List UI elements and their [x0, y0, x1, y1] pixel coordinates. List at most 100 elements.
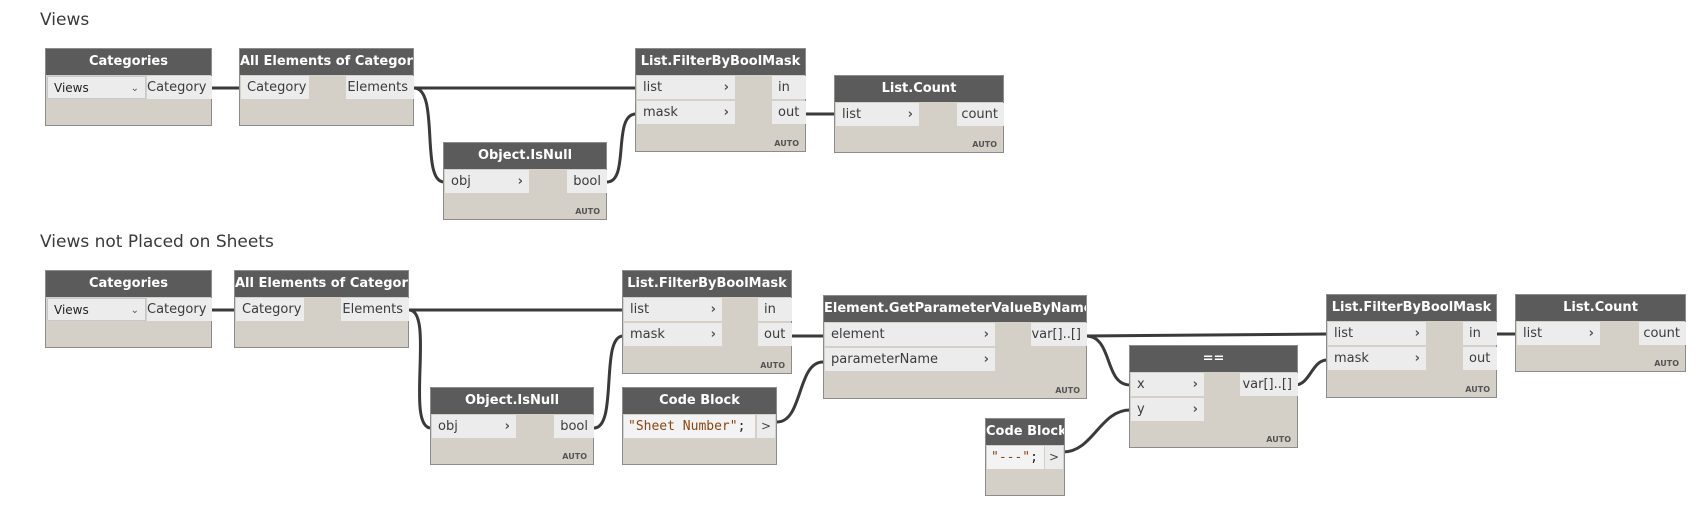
output-port-elements[interactable]: Elements	[341, 298, 409, 321]
output-port-in[interactable]: in	[772, 76, 806, 99]
port-label: element	[831, 327, 885, 342]
element-getparametervaluebyname-node[interactable]: Element.GetParameterValueByName element …	[823, 295, 1087, 399]
port-label: list	[1334, 326, 1354, 341]
output-port-elements[interactable]: Elements	[346, 76, 414, 99]
auto-label: AUTO	[1055, 386, 1080, 395]
output-port-bool[interactable]: bool	[554, 415, 594, 438]
port-label: obj	[438, 419, 458, 434]
input-port-obj[interactable]: obj ›	[432, 415, 516, 438]
node-title: Code Block	[623, 388, 776, 414]
object-isnull-node-2[interactable]: Object.IsNull obj › bool AUTO	[430, 387, 594, 465]
node-title: Object.IsNull	[431, 388, 593, 414]
output-port-var[interactable]: var[]..[]	[1240, 373, 1298, 396]
categories-dropdown[interactable]: Views ⌄	[47, 76, 146, 99]
categories-node[interactable]: Categories Views ⌄ Category	[45, 48, 212, 126]
auto-label: AUTO	[1654, 359, 1679, 368]
input-port-list[interactable]: list ›	[624, 298, 722, 321]
port-label: mask	[643, 105, 678, 120]
code-block-node-2[interactable]: Code Block "---"; >	[985, 418, 1065, 496]
dropdown-value: Views	[54, 81, 89, 95]
code-string: "---"	[991, 450, 1031, 465]
chevron-right-icon: ›	[710, 327, 716, 342]
code-semicolon: ;	[1030, 450, 1038, 465]
input-port-list[interactable]: list ›	[836, 103, 919, 126]
output-port-var[interactable]: var[]..[]	[1031, 323, 1087, 346]
input-port-mask[interactable]: mask ›	[637, 101, 735, 124]
output-port-out[interactable]: out	[772, 101, 806, 124]
output-port-in[interactable]: in	[758, 298, 792, 321]
list-count-node-2[interactable]: List.Count list › count AUTO	[1515, 294, 1686, 372]
output-port-code[interactable]: >	[757, 415, 775, 438]
all-elements-of-category-node-2[interactable]: All Elements of Category Category Elemen…	[234, 270, 409, 348]
input-port-x[interactable]: x ›	[1131, 373, 1204, 396]
input-port-list[interactable]: list ›	[1328, 322, 1426, 345]
input-port-list[interactable]: list ›	[1517, 322, 1600, 345]
code-semicolon: ;	[737, 419, 746, 434]
input-port-category[interactable]: Category	[241, 76, 309, 99]
dropdown-value: Views	[54, 303, 89, 317]
port-label: mask	[630, 327, 665, 342]
wire-getparam-to-equals-x	[1085, 334, 1131, 387]
port-label: y	[1137, 402, 1145, 417]
list-filterbyboolmask-node-2[interactable]: List.FilterByBoolMask list › mask › in o…	[622, 270, 792, 374]
code-editor[interactable]: "---";	[987, 446, 1044, 469]
output-port-out[interactable]: out	[758, 323, 792, 346]
input-port-category[interactable]: Category	[236, 298, 304, 321]
port-label: obj	[451, 174, 471, 189]
node-title: Element.GetParameterValueByName	[824, 296, 1086, 322]
categories-node-2[interactable]: Categories Views ⌄ Category	[45, 270, 212, 348]
output-port-code[interactable]: >	[1045, 446, 1063, 469]
auto-label: AUTO	[1266, 435, 1291, 444]
auto-label: AUTO	[1465, 385, 1490, 394]
group-title-views: Views	[40, 10, 90, 30]
equals-node[interactable]: == x › y › var[]..[] AUTO	[1129, 345, 1298, 448]
code-block-node[interactable]: Code Block "Sheet Number"; >	[622, 387, 777, 465]
chevron-right-icon: ›	[1192, 377, 1198, 392]
output-port-count[interactable]: count	[1639, 322, 1686, 345]
input-port-y[interactable]: y ›	[1131, 398, 1204, 421]
list-count-node[interactable]: List.Count list › count AUTO	[834, 75, 1004, 153]
group-title-views-not-placed: Views not Placed on Sheets	[40, 232, 274, 252]
code-string: "Sheet Number"	[628, 419, 738, 434]
node-title: Object.IsNull	[444, 143, 606, 169]
node-title: Categories	[46, 49, 211, 75]
node-title: List.FilterByBoolMask	[623, 271, 791, 297]
chevron-right-icon: ›	[1588, 326, 1594, 341]
port-label: x	[1137, 377, 1145, 392]
port-label: list	[1523, 326, 1543, 341]
wire-isnull-to-filter1-mask	[593, 334, 624, 430]
output-port-out[interactable]: out	[1463, 347, 1497, 370]
output-port-bool[interactable]: bool	[567, 170, 607, 193]
object-isnull-node[interactable]: Object.IsNull obj › bool AUTO	[443, 142, 607, 220]
input-port-parametername[interactable]: parameterName ›	[825, 348, 995, 371]
input-port-mask[interactable]: mask ›	[1328, 347, 1426, 370]
auto-label: AUTO	[972, 140, 997, 149]
chevron-right-icon: ›	[1414, 351, 1420, 366]
output-port-category[interactable]: Category	[147, 298, 212, 321]
list-filterbyboolmask-node[interactable]: List.FilterByBoolMask list › mask › in o…	[635, 48, 806, 152]
node-title: ==	[1130, 346, 1297, 372]
input-port-element[interactable]: element ›	[825, 323, 995, 346]
list-filterbyboolmask-node-3[interactable]: List.FilterByBoolMask list › mask › in o…	[1326, 294, 1497, 398]
all-elements-of-category-node[interactable]: All Elements of Category Category Elemen…	[239, 48, 414, 126]
output-port-count[interactable]: count	[957, 103, 1004, 126]
output-port-category[interactable]: Category	[147, 76, 212, 99]
output-port-in[interactable]: in	[1463, 322, 1497, 345]
node-title: Categories	[46, 271, 211, 297]
input-port-mask[interactable]: mask ›	[624, 323, 722, 346]
auto-label: AUTO	[774, 139, 799, 148]
input-port-list[interactable]: list ›	[637, 76, 735, 99]
auto-label: AUTO	[760, 361, 785, 370]
node-title: List.FilterByBoolMask	[1327, 295, 1496, 321]
wire-elements-to-isnull	[413, 86, 445, 184]
chevron-right-icon: ›	[983, 352, 989, 367]
categories-dropdown[interactable]: Views ⌄	[47, 298, 146, 321]
node-title: List.Count	[1516, 295, 1685, 321]
wire-elements-to-isnull-2	[408, 308, 432, 430]
chevron-down-icon: ⌄	[130, 83, 139, 94]
chevron-right-icon: ›	[723, 80, 729, 95]
port-label: list	[643, 80, 663, 95]
input-port-obj[interactable]: obj ›	[445, 170, 529, 193]
chevron-right-icon: ›	[517, 174, 523, 189]
code-editor[interactable]: "Sheet Number";	[624, 415, 755, 438]
